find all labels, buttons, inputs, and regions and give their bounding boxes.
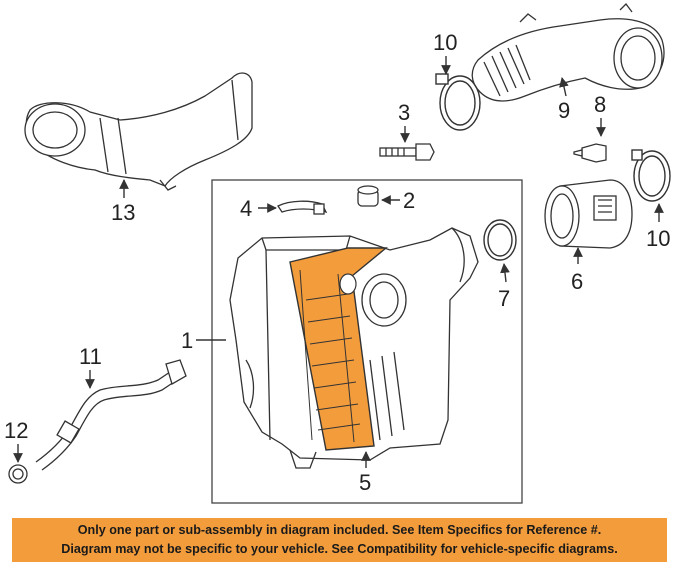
part-12-hose-clamp (8, 464, 28, 484)
callout-5: 5 (359, 470, 371, 495)
part-4-bracket (277, 200, 328, 215)
disclaimer-line-2: Diagram may not be specific to your vehi… (61, 542, 618, 556)
callout-8: 8 (594, 92, 606, 117)
callout-10-upper: 10 (433, 30, 457, 55)
callout-1: 1 (181, 328, 193, 353)
callout-2: 2 (403, 188, 415, 213)
callout-10-lower: 10 (646, 226, 670, 251)
part-13-intake-duct (24, 72, 253, 191)
callout-4: 4 (240, 196, 252, 221)
assembly-frame (211, 179, 523, 504)
disclaimer-line-1: Only one part or sub-assembly in diagram… (77, 523, 602, 537)
callout-3: 3 (398, 100, 410, 125)
part-5-air-filter (289, 247, 388, 451)
part-11-breather-hose (35, 359, 187, 471)
callout-12: 12 (4, 418, 28, 443)
leader-9 (559, 77, 569, 97)
callout-9: 9 (558, 98, 570, 123)
part-6-airflow-sensor (544, 179, 633, 249)
part-8-screw (573, 143, 607, 163)
callout-13: 13 (111, 200, 135, 225)
callout-7: 7 (498, 286, 510, 311)
callout-11: 11 (79, 344, 102, 369)
part-10-clamp-upper (435, 73, 481, 131)
part-9-intake-hose (471, 3, 665, 102)
callout-6: 6 (571, 269, 583, 294)
part-2-grommet (357, 185, 379, 207)
part-10-clamp-lower (631, 149, 671, 202)
part-7-seal-ring (483, 219, 517, 261)
disclaimer-banner: Only one part or sub-assembly in diagram… (12, 518, 667, 562)
part-3-bolt (379, 143, 435, 161)
leader-7 (500, 263, 510, 283)
